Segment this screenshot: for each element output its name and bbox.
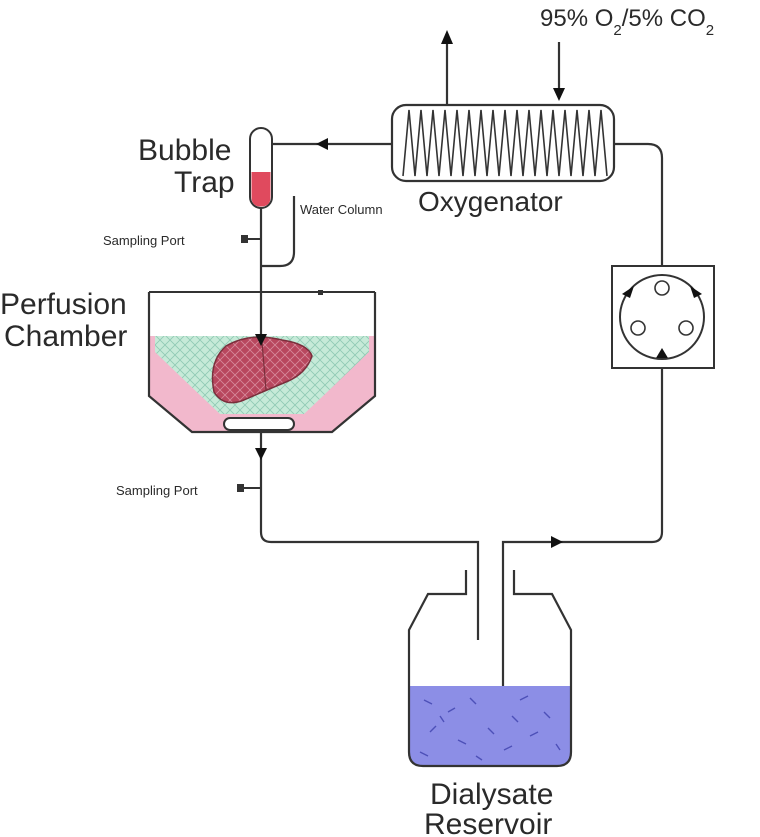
water-column-label: Water Column — [300, 202, 383, 217]
oxygenator-coil — [402, 109, 608, 177]
peristaltic-pump — [611, 265, 715, 369]
dialysate-reservoir — [407, 570, 573, 768]
liver-lobe-line — [261, 341, 267, 391]
liver-organ — [211, 336, 313, 404]
bubble-trap-label-line2: Trap — [174, 166, 235, 199]
perfusion-chamber-label-line2: Chamber — [4, 320, 127, 353]
sampling-port-bottom-marker — [237, 484, 261, 492]
gas-outlet-arrow — [441, 30, 453, 104]
gas-mixture-label: 95% O2/5% CO2 — [540, 5, 714, 39]
svg-text:95% O2/5% CO2: 95% O2/5% CO2 — [540, 5, 714, 39]
bubble-trap-label: Bubble — [138, 134, 231, 167]
dialysate-reservoir-label: Dialysate — [430, 778, 553, 811]
dialysate-reservoir-label-line2: Reservoir — [424, 808, 552, 837]
sampling-port-top-marker — [241, 235, 261, 243]
tube-chamber-to-reservoir — [255, 432, 480, 640]
tube-pump-to-oxygenator — [614, 142, 664, 266]
sampling-port-top-label: Sampling Port — [103, 233, 185, 248]
perfusion-chamber-label: Perfusion — [0, 288, 127, 321]
bubble-trap — [249, 127, 273, 209]
tube-oxygenator-to-bubble-trap — [272, 138, 392, 150]
gas-inlet-arrow — [553, 42, 565, 101]
oxygenator — [390, 103, 616, 183]
inflow-arrow — [255, 334, 267, 346]
tube-reservoir-to-pump — [501, 368, 664, 708]
oxygenator-label: Oxygenator — [418, 186, 563, 217]
sampling-port-bottom-label: Sampling Port — [116, 483, 198, 498]
water-column — [262, 196, 296, 268]
